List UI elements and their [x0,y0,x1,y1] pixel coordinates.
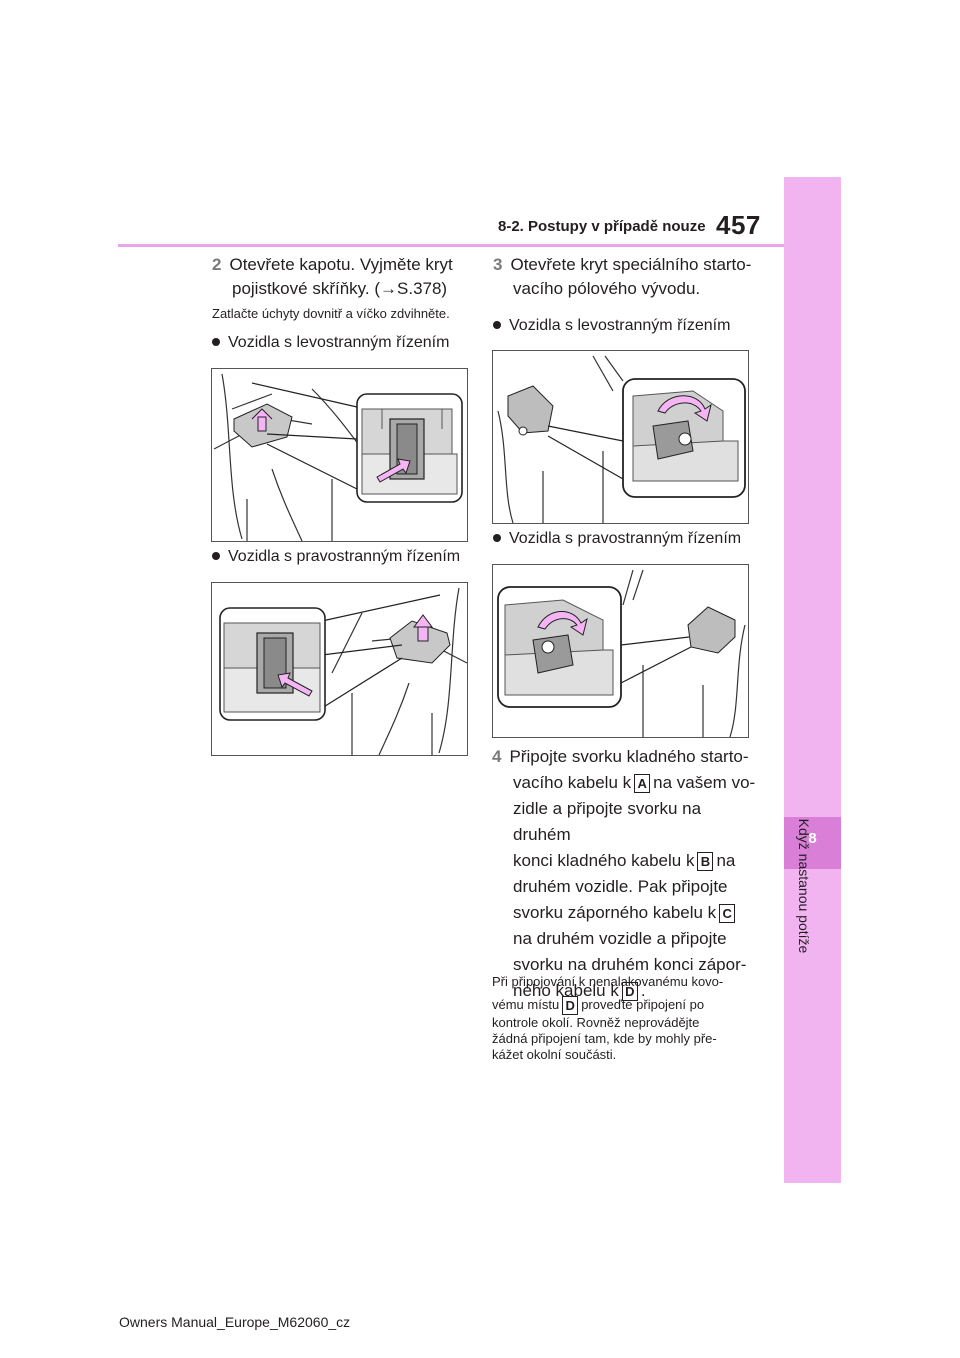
cover-rhd [389,614,451,664]
bullet-icon [212,337,220,346]
terminal-rhd-illustration [497,569,746,737]
bullet-lhd-left: Vozidla s levostranným řízením [212,333,482,353]
key-label-d: D [621,982,638,1002]
bullet-rhd-left: Vozidla s pravostranným řízením [212,547,482,567]
key-label-a: A [634,774,651,794]
note-text: kontrole okolí. Rovněž neprovádějte [492,1015,700,1030]
figure-terminal-rhd [492,564,749,738]
chapter-side-band [784,177,841,1183]
step-text: na druhém vozidle a připojte [513,929,727,948]
figure-fusebox-rhd [211,582,468,756]
step-text: ného kabelu k [513,981,619,1000]
bullet-text: Vozidla s pravostranným řízením [228,548,461,565]
step-number: 2 [212,255,222,274]
bullet-icon [493,533,501,542]
step-4: 4 Připojte svorku kladného starto- vacího… [492,744,762,1004]
step-2: 2 Otevřete kapotu. Vyjměte kryt pojistkov… [212,253,482,301]
step-number: 3 [493,255,503,274]
step-2-note: Zatlačte úchyty dovnitř a víčko zdvihnět… [212,306,450,321]
note-text: kážet okolní součásti. [492,1047,617,1062]
fusebox-lhd-illustration [213,373,463,541]
note-text: Při připojování k nenalakovanému kovo- [492,974,724,989]
step-text: svorku záporného kabelu k [513,903,717,922]
step-text: svorku na druhém konci zápor- [513,955,747,974]
bullet-text: Vozidla s levostranným řízením [509,317,731,334]
bullet-text: Vozidla s pravostranným řízením [509,530,742,547]
step-text: na [716,851,736,870]
step-3: 3 Otevřete kryt speciálního starto- vacíh… [493,253,763,301]
step-text: Otevřete kryt speciálního starto- [510,255,752,274]
cover-lhd [233,403,293,448]
key-label-d: D [562,996,579,1015]
step-number: 4 [492,747,502,766]
bullet-icon [493,320,501,329]
step-text: pojistkové skříňky. (→S.378) [232,279,448,298]
chapter-tab[interactable] [784,817,841,869]
step-text: druhém vozidle. Pak připojte [513,877,728,896]
figure-terminal-lhd [492,350,749,524]
bullet-rhd-right: Vozidla s pravostranným řízením [493,529,763,549]
bullet-lhd-right: Vozidla s levostranným řízením [493,316,763,336]
note-text: žádná připojení tam, kde by mohly pře- [492,1031,717,1046]
terminal-lhd-illustration [497,355,746,523]
step-text: . [640,981,646,1000]
header-divider [118,244,784,247]
chapter-title: Když nastanou potíže [796,818,812,954]
key-label-b: B [697,852,714,872]
step-text: vacího kabelu k [513,773,632,792]
fusebox-rhd-illustration [219,587,467,755]
chapter-number: 8 [808,830,817,847]
step-text: vacího pólového vývodu. [513,279,701,298]
step-text: Připojte svorku kladného starto- [509,747,749,766]
key-label-c: C [719,904,736,924]
page-number: 457 [716,210,761,240]
step-4-note: Při připojování k nenalakovanému kovo- v… [492,974,754,1063]
step-text: na vašem vo- [653,773,756,792]
figure-fusebox-lhd [211,368,468,542]
section-title: 8-2. Postupy v případě nouze [498,218,706,235]
step-text: zidle a připojte svorku na druhém [513,799,702,844]
step-text: Otevřete kapotu. Vyjměte kryt [229,255,453,274]
bullet-text: Vozidla s levostranným řízením [228,334,450,351]
step-text: konci kladného kabelu k [513,851,695,870]
bullet-icon [212,551,220,560]
note-text: vému místu [492,996,560,1012]
footer-manual-id: Owners Manual_Europe_M62060_cz [119,1314,351,1330]
note-text: proveďte připojení po [581,996,705,1012]
